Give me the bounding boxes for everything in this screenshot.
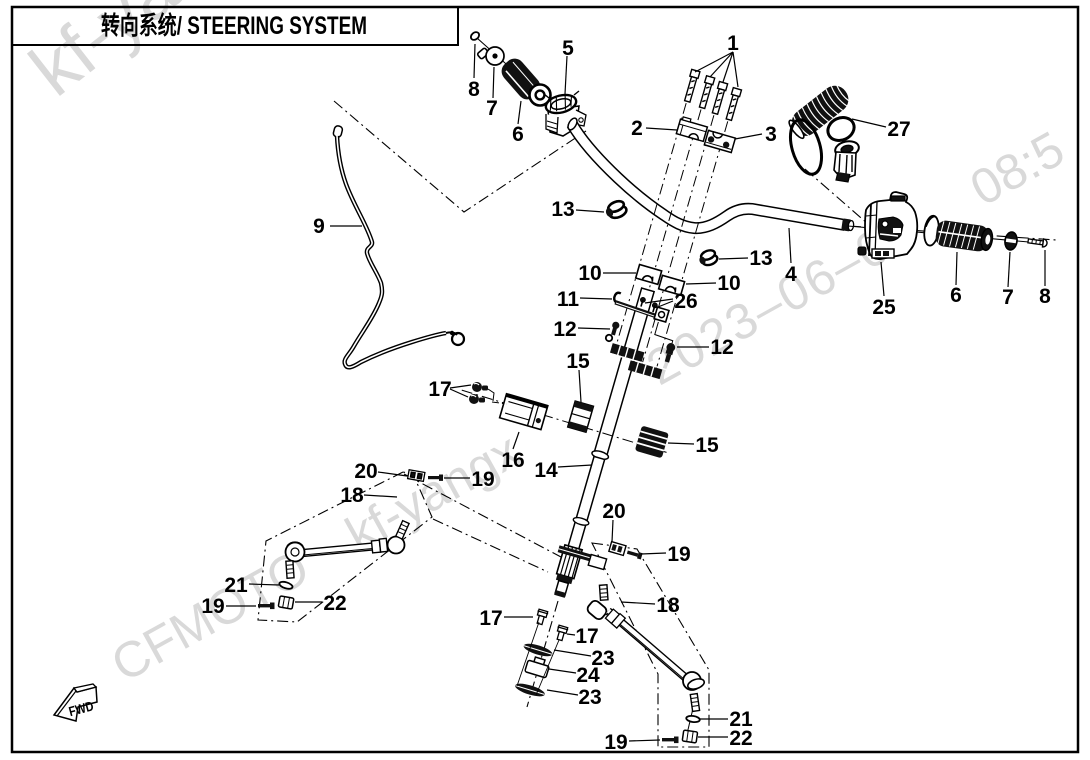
svg-text:22: 22 (729, 727, 752, 750)
svg-text:12: 12 (710, 336, 733, 359)
svg-text:10: 10 (578, 262, 601, 285)
svg-text:13: 13 (551, 198, 574, 221)
svg-text:4: 4 (785, 263, 797, 286)
svg-text:13: 13 (749, 247, 772, 270)
svg-text:FWD: FWD (67, 698, 95, 719)
svg-text:20: 20 (602, 500, 625, 523)
svg-text:17: 17 (428, 378, 451, 401)
svg-text:27: 27 (887, 118, 910, 141)
svg-text:19: 19 (667, 543, 690, 566)
svg-text:9: 9 (313, 215, 325, 238)
svg-text:10: 10 (717, 272, 740, 295)
svg-text:19: 19 (604, 731, 627, 754)
svg-text:19: 19 (471, 468, 494, 491)
svg-text:11: 11 (557, 288, 580, 311)
svg-text:17: 17 (479, 607, 502, 630)
svg-text:18: 18 (656, 594, 680, 617)
svg-text:7: 7 (486, 97, 498, 120)
svg-text:8: 8 (1039, 285, 1051, 308)
svg-text:5: 5 (562, 37, 574, 60)
svg-text:7: 7 (1002, 286, 1014, 309)
svg-text:6: 6 (950, 284, 962, 307)
svg-text:19: 19 (201, 595, 224, 618)
svg-text:8: 8 (468, 78, 480, 101)
svg-text:12: 12 (553, 318, 576, 341)
svg-text:21: 21 (729, 708, 753, 731)
svg-text:23: 23 (578, 686, 601, 709)
svg-text:24: 24 (576, 664, 600, 687)
svg-text:16: 16 (501, 449, 524, 472)
svg-text:26: 26 (674, 290, 697, 313)
svg-text:15: 15 (695, 434, 719, 457)
svg-text:25: 25 (872, 296, 896, 319)
svg-text:23: 23 (591, 647, 614, 670)
svg-text:2: 2 (631, 117, 643, 140)
svg-text:15: 15 (566, 350, 590, 373)
svg-text:6: 6 (512, 123, 524, 146)
svg-text:14: 14 (534, 459, 558, 482)
svg-text:22: 22 (323, 592, 346, 615)
svg-text:3: 3 (765, 123, 777, 146)
svg-text:17: 17 (575, 625, 598, 648)
svg-text:转向系统/ STEERING SYSTEM: 转向系统/ STEERING SYSTEM (101, 11, 367, 40)
svg-text:21: 21 (224, 574, 248, 597)
svg-text:18: 18 (340, 484, 364, 507)
svg-text:20: 20 (354, 460, 377, 483)
svg-text:1: 1 (727, 32, 739, 55)
